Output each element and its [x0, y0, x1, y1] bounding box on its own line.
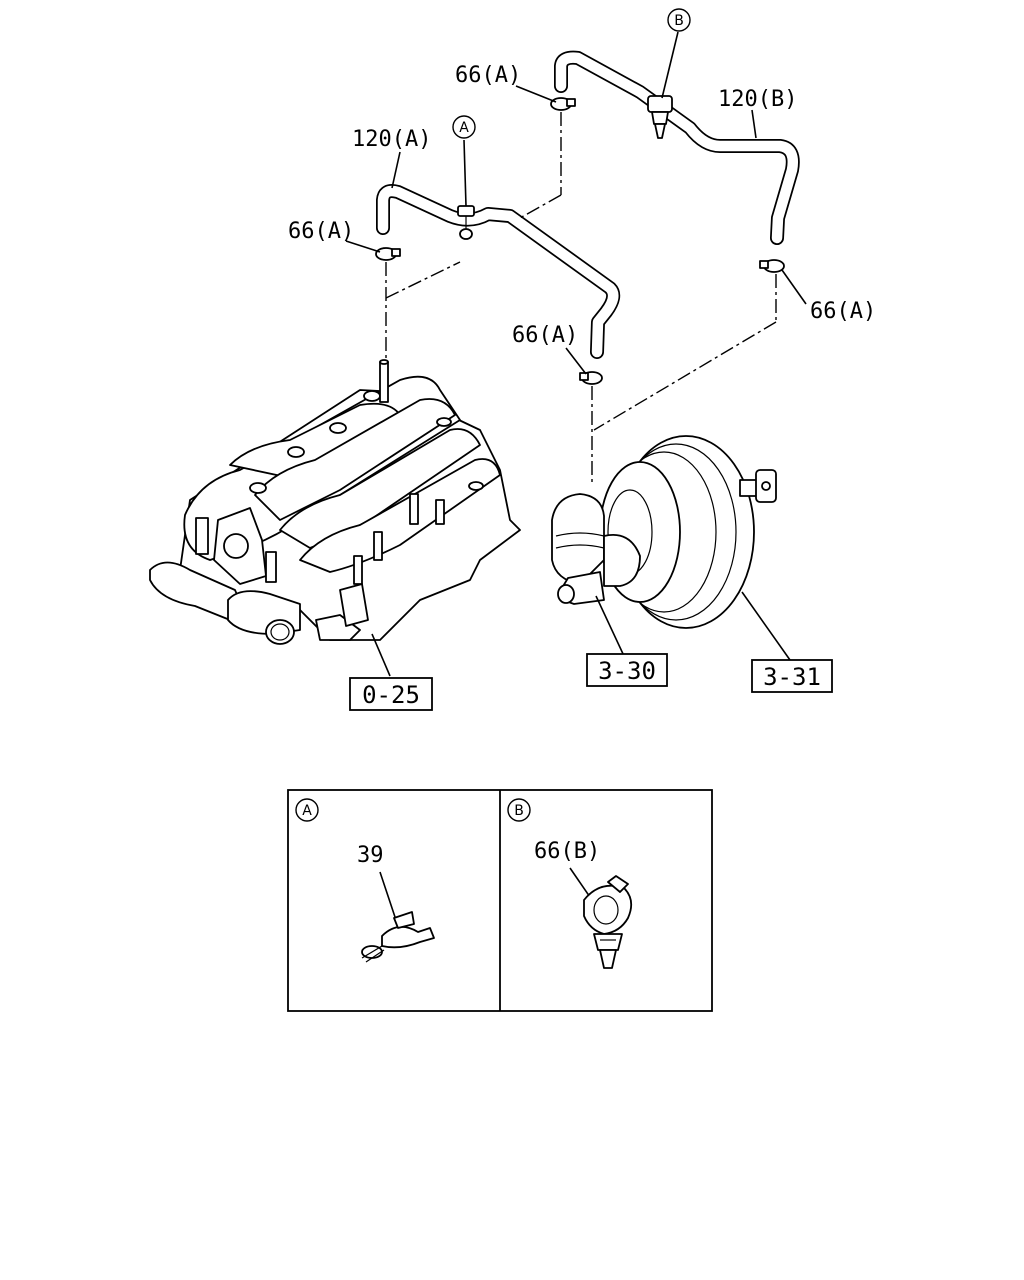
brake-booster	[599, 435, 777, 629]
band-clip-39	[361, 911, 435, 963]
clip-b	[647, 95, 673, 139]
label-clamp-66a-top: 66(A)	[455, 63, 521, 88]
panel-b-part-number: 66(B)	[534, 839, 600, 864]
ref-box-manifold: 0-25	[349, 677, 433, 711]
detail-panel-a: A 39	[295, 798, 435, 963]
callout-a: A	[452, 115, 476, 139]
hose-120b	[554, 50, 800, 245]
clamp-66a-top	[550, 97, 576, 111]
panel-b-marker: B	[514, 803, 524, 819]
intake-manifold	[149, 359, 521, 645]
label-hose-120a: 120(A)	[352, 127, 431, 152]
label-hose-120b: 120(B)	[718, 87, 797, 112]
hose-clip-66b	[583, 875, 633, 969]
detail-panel-b: B 66(B)	[507, 798, 633, 969]
ref-330-text: 3-30	[598, 657, 656, 685]
ref-manifold-text: 0-25	[362, 681, 420, 709]
clamp-66a-left	[375, 247, 401, 261]
callout-b: B	[667, 8, 691, 32]
leader-lines	[345, 31, 807, 677]
ref-box-330: 3-30	[586, 653, 668, 687]
check-valve-330	[551, 493, 641, 605]
panel-a-part-number: 39	[357, 843, 384, 868]
hose-120a	[376, 184, 621, 359]
callout-b-letter: B	[674, 13, 684, 29]
label-clamp-66a-middle: 66(A)	[512, 323, 578, 348]
connection-lines	[369, 112, 777, 484]
ref-331-text: 3-31	[763, 663, 821, 691]
callout-a-letter: A	[459, 120, 469, 136]
clamp-66a-middle	[579, 371, 603, 385]
band-clip-a	[457, 205, 475, 240]
panel-a-marker: A	[302, 803, 312, 819]
detail-panels	[287, 789, 713, 1012]
label-clamp-66a-left: 66(A)	[288, 219, 354, 244]
ref-box-331: 3-31	[751, 659, 833, 693]
clamp-66a-right	[759, 259, 785, 273]
label-clamp-66a-right: 66(A)	[810, 299, 876, 324]
